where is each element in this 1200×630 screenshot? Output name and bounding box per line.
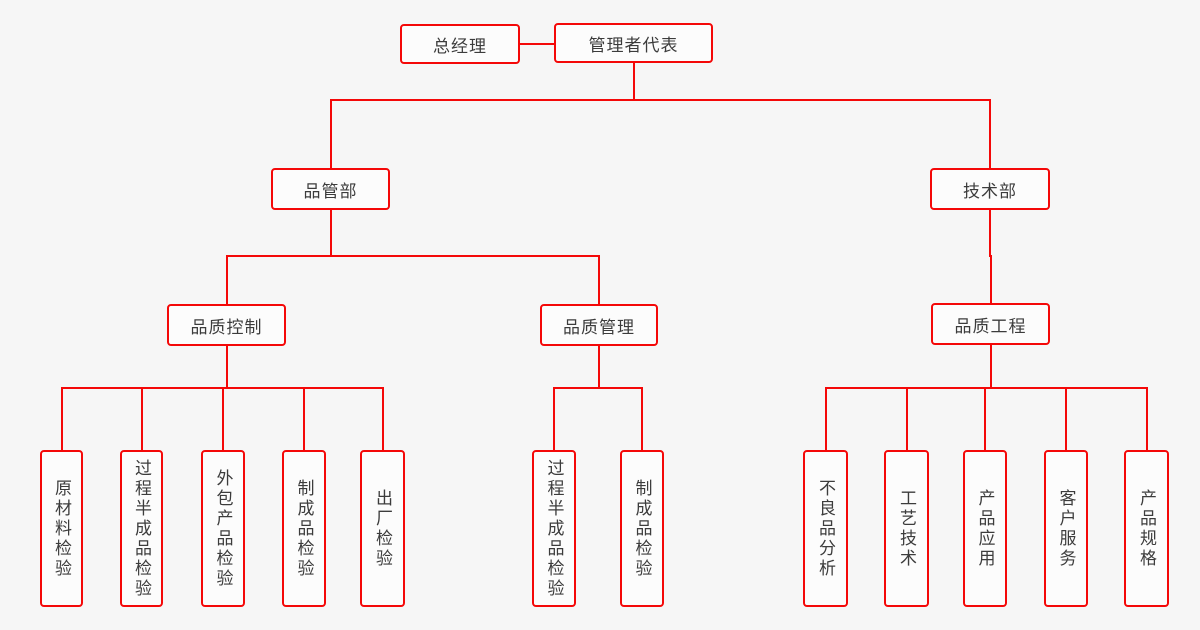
- org-node-leaf_factory: 出厂检验: [360, 450, 405, 607]
- org-node-leaf_defect: 不良品分析: [803, 450, 848, 607]
- connector-drop-leaf_cust: [1065, 387, 1067, 450]
- org-node-leaf_process1: 过程半成品检验: [120, 450, 163, 607]
- org-node-label: 技术部: [963, 181, 1017, 201]
- org-node-leaf_craft: 工艺技术: [884, 450, 929, 607]
- connector-gm-rep: [520, 43, 554, 45]
- org-node-label: 产品应用: [975, 488, 995, 569]
- connector-rail-qc_mgmt: [553, 387, 643, 389]
- connector-drop-dept_tech: [989, 99, 991, 168]
- org-node-label: 外包产品检验: [213, 468, 233, 589]
- org-node-label: 制成品检验: [632, 478, 652, 579]
- connector-rail-dept_qc: [226, 255, 600, 257]
- connector-stem-dept_tech: [989, 210, 991, 256]
- org-node-qc_mgmt: 品质管理: [540, 304, 658, 346]
- org-node-leaf_process2: 过程半成品检验: [532, 450, 576, 607]
- org-node-leaf_raw: 原材料检验: [40, 450, 83, 607]
- connector-drop-leaf_defect: [825, 387, 827, 450]
- connector-drop-leaf_raw: [61, 387, 63, 450]
- connector-drop-leaf_process1: [141, 387, 143, 450]
- org-node-label: 品管部: [303, 181, 358, 201]
- connector-drop-leaf_process2: [553, 387, 555, 450]
- org-node-rep: 管理者代表: [554, 23, 713, 63]
- org-node-qc_control: 品质控制: [167, 304, 286, 346]
- connector-stem-rep: [633, 63, 635, 100]
- connector-drop-leaf_fin2: [641, 387, 643, 450]
- connector-rail-qc_eng: [825, 387, 1148, 389]
- org-node-label: 品质管理: [563, 317, 635, 337]
- org-node-leaf_spec: 产品规格: [1124, 450, 1169, 607]
- connector-drop-leaf_craft: [906, 387, 908, 450]
- connector-stem-qc_control: [226, 346, 228, 388]
- org-node-label: 产品规格: [1137, 488, 1156, 569]
- org-node-label: 品质工程: [954, 316, 1027, 336]
- connector-drop-qc_mgmt: [598, 255, 600, 304]
- org-node-label: 过程半成品检验: [132, 458, 151, 599]
- org-node-leaf_fin1: 制成品检验: [282, 450, 326, 607]
- connector-drop-leaf_factory: [382, 387, 384, 450]
- org-node-qc_eng: 品质工程: [931, 303, 1050, 345]
- org-node-label: 不良品分析: [816, 478, 835, 579]
- connector-stem-qc_mgmt: [598, 346, 600, 388]
- org-node-leaf_outsrc: 外包产品检验: [201, 450, 245, 607]
- connector-drop-leaf_fin1: [303, 387, 305, 450]
- org-node-label: 制成品检验: [294, 478, 314, 579]
- org-node-label: 过程半成品检验: [544, 458, 564, 599]
- org-node-label: 出厂检验: [373, 488, 392, 569]
- org-node-label: 客户服务: [1056, 488, 1076, 569]
- org-node-label: 工艺技术: [897, 488, 916, 569]
- connector-drop-qc_control: [226, 255, 228, 304]
- org-node-leaf_fin2: 制成品检验: [620, 450, 664, 607]
- org-node-label: 原材料检验: [52, 478, 71, 579]
- org-node-gm: 总经理: [400, 24, 520, 64]
- connector-drop-dept_qc: [330, 99, 332, 168]
- connector-drop-leaf_outsrc: [222, 387, 224, 450]
- org-node-leaf_cust: 客户服务: [1044, 450, 1088, 607]
- connector-drop-leaf_spec: [1146, 387, 1148, 450]
- org-node-label: 品质控制: [190, 317, 263, 337]
- connector-stem-qc_eng: [990, 345, 992, 388]
- org-node-dept_qc: 品管部: [271, 168, 390, 210]
- org-node-leaf_app: 产品应用: [963, 450, 1007, 607]
- connector-drop-leaf_app: [984, 387, 986, 450]
- connector-drop-qc_eng: [990, 255, 992, 303]
- org-node-dept_tech: 技术部: [930, 168, 1050, 210]
- org-node-label: 管理者代表: [588, 35, 679, 55]
- connector-rail-rep: [330, 99, 991, 101]
- connector-stem-dept_qc: [330, 210, 332, 256]
- org-node-label: 总经理: [433, 36, 487, 56]
